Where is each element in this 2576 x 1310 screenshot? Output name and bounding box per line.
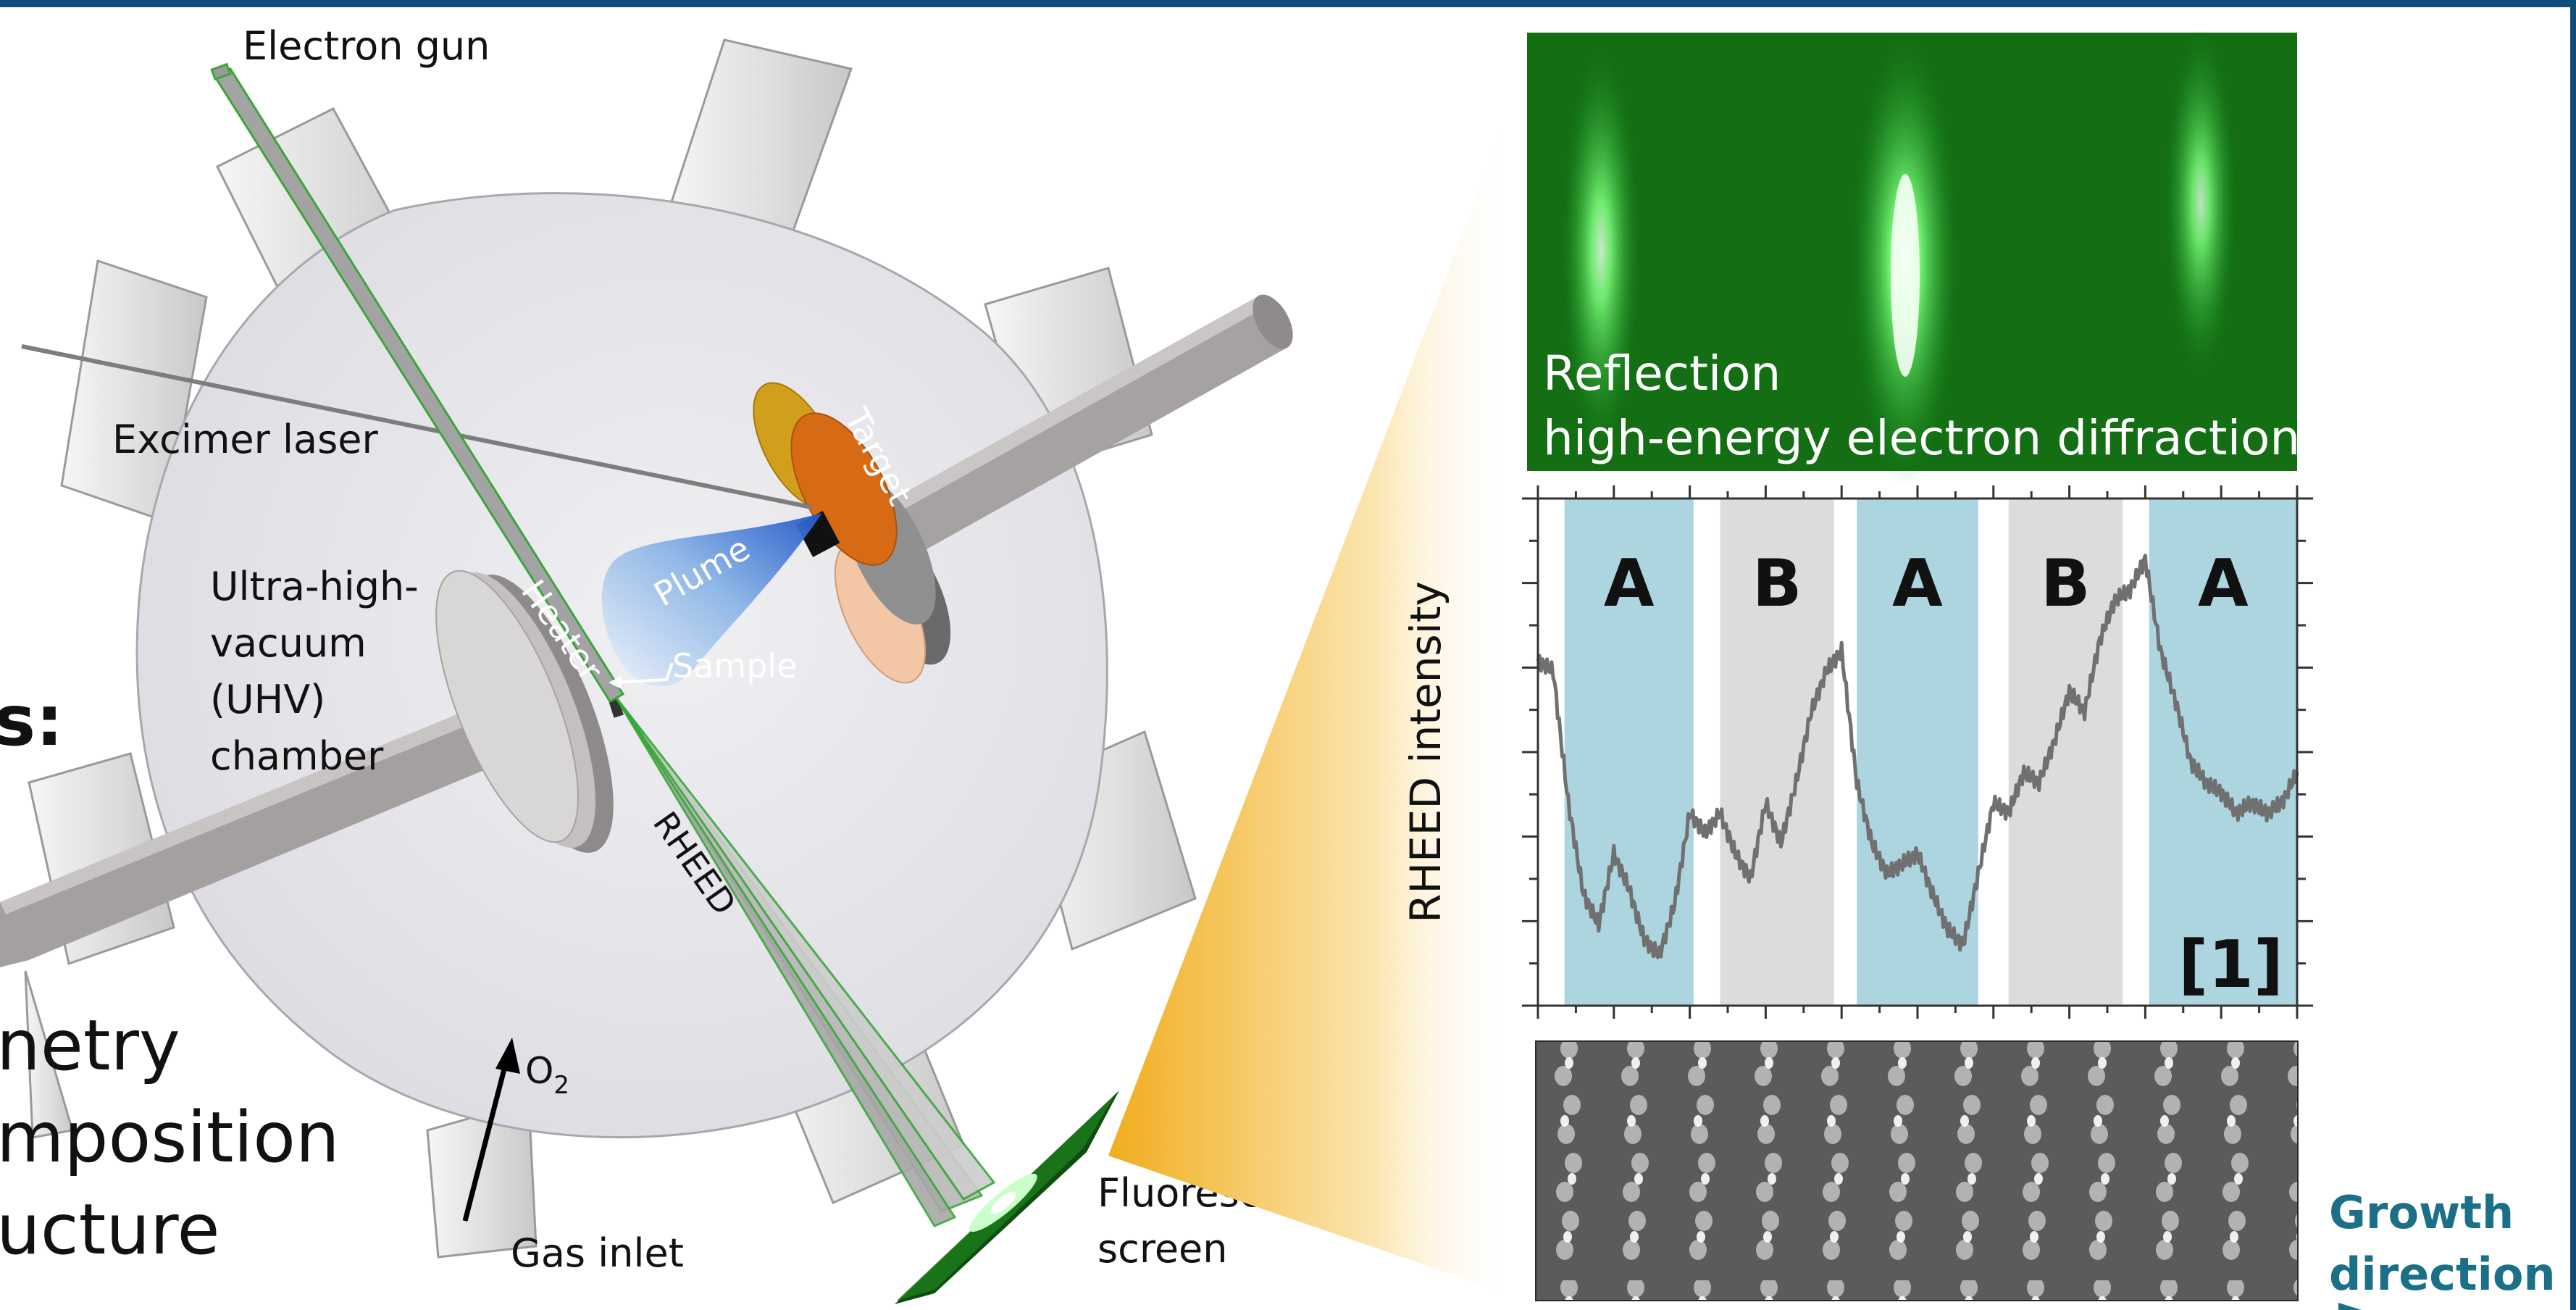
segment-b-4 <box>2008 498 2123 1006</box>
segment-label-3: A <box>1892 546 1943 622</box>
chamber-label-line-3: (UHV) <box>210 677 325 722</box>
growth-segments <box>1564 498 2297 1006</box>
target-rod <box>833 294 1293 583</box>
rheed-caption-line-2: high-energy electron diffraction <box>1543 410 2300 466</box>
fluorescent-screen <box>895 1090 1119 1304</box>
right-border <box>2570 0 2576 1310</box>
rheed-pattern-image: Reflection high-energy electron diffract… <box>1527 29 2300 485</box>
o2-arrow <box>462 1038 520 1222</box>
diffraction-streak-right <box>2165 29 2237 377</box>
left-fragment-line-2: mposition <box>0 1097 340 1178</box>
growth-direction-arrow <box>2338 1303 2362 1310</box>
growth-direction-line-1: Growth <box>2329 1186 2514 1239</box>
chamber-label-line-1: Ultra-high- <box>210 564 419 609</box>
stem-image <box>1535 1040 2299 1301</box>
chart-ticks <box>1522 485 2313 1019</box>
excimer-laser-label: Excimer laser <box>112 417 378 462</box>
intensity-trace <box>1536 554 2299 959</box>
segment-label-4: B <box>2041 546 2091 622</box>
plume <box>601 513 822 687</box>
electron-beam <box>210 62 625 703</box>
rheed-caption-line-1: Reflection <box>1543 346 1781 401</box>
segment-a-3 <box>1857 498 1978 1006</box>
diffracted-beams <box>614 696 996 1227</box>
gas-inlet-label: Gas inlet <box>511 1230 684 1276</box>
pld-apparatus <box>0 38 1293 1304</box>
segment-label-1: A <box>1604 546 1655 622</box>
o2-label: O2 <box>525 1050 569 1100</box>
left-fragment-line-1: netry <box>0 1005 180 1086</box>
electron-gun-label: Electron gun <box>243 23 490 69</box>
top-border <box>0 0 2576 7</box>
target-carousel <box>753 382 951 684</box>
sample-label: Sample <box>672 646 797 685</box>
y-axis-label: RHEED intensity <box>1401 581 1450 923</box>
diffraction-streak-left <box>1561 47 1641 453</box>
left-fragment-line-3: ucture <box>0 1189 220 1270</box>
chamber-label-line-4: chamber <box>210 733 384 779</box>
sample-pointer <box>609 662 674 689</box>
uhv-chamber <box>135 192 1108 1139</box>
laser-beam <box>21 344 812 509</box>
segment-label-5: A <box>2198 546 2249 622</box>
reference-label: [1] <box>2178 927 2283 1003</box>
left-fragment-colon: s: <box>0 680 64 762</box>
fluorescent-screen-label-line-2: screen <box>1097 1226 1228 1272</box>
segment-b-2 <box>1720 498 1834 1006</box>
heater-rod <box>0 677 576 967</box>
segment-a-5 <box>2149 498 2297 1006</box>
heater-disc <box>435 570 624 853</box>
magnify-funnel <box>1108 91 1518 1297</box>
rheed-intensity-chart: A B A B A RHEED intensity [1] <box>1401 485 2313 1019</box>
growth-direction-line-2: direction <box>2329 1248 2556 1301</box>
chamber-label-line-2: vacuum <box>210 620 367 666</box>
segment-label-2: B <box>1752 546 1802 622</box>
